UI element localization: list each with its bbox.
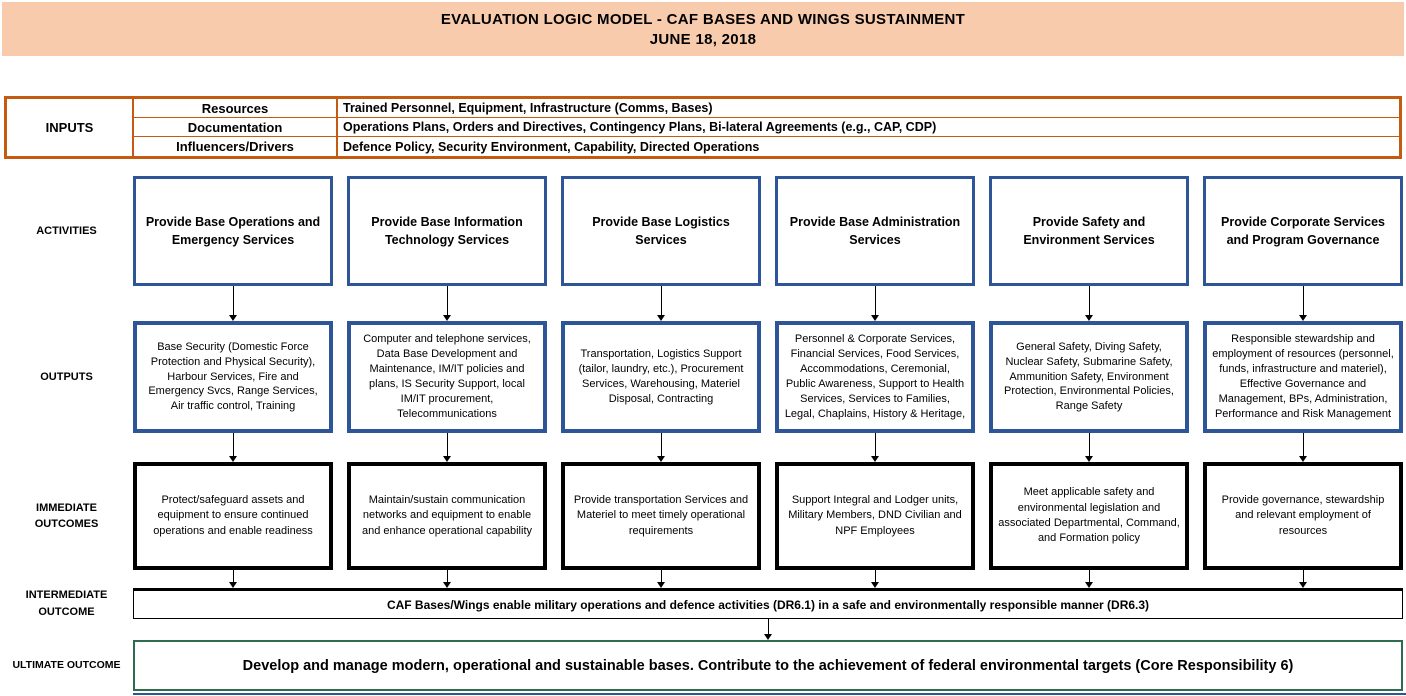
activities-label: ACTIVITIES [36,224,97,237]
output-box-6: Responsible stewardship and employment o… [1203,321,1403,433]
intermediate-outcome-row: INTERMEDIATE OUTCOME CAF Bases/Wings ena… [0,588,1403,619]
activity-box-2: Provide Base Information Technology Serv… [347,176,547,286]
title-banner: EVALUATION LOGIC MODEL - CAF BASES AND W… [2,2,1404,56]
arrow-intermediate-to-ultimate [133,619,1403,640]
activities-row: ACTIVITIES Provide Base Operations and E… [0,176,1403,286]
down-arrow-icon [871,570,879,588]
outputs-row: OUTPUTS Base Security (Domestic Force Pr… [0,321,1403,433]
outputs-label: OUTPUTS [40,370,93,383]
arrows-outputs-to-immediate [133,433,1403,462]
inputs-category-influencers: Influencers/Drivers [134,137,338,156]
immediate-outcome-box-4: Support Integral and Lodger units, Milit… [775,462,975,570]
intermediate-outcome-label: INTERMEDIATE OUTCOME [25,589,108,618]
down-arrow-icon [657,286,665,321]
arrows-immediate-to-intermediate [133,570,1403,588]
output-box-5: General Safety, Diving Safety, Nuclear S… [989,321,1189,433]
inputs-category-documentation: Documentation [134,118,338,137]
down-arrow-icon [1085,570,1093,588]
down-arrow-icon [1085,286,1093,321]
down-arrow-icon [229,433,237,462]
activity-box-1: Provide Base Operations and Emergency Se… [133,176,333,286]
output-box-4: Personnel & Corporate Services, Financia… [775,321,975,433]
down-arrow-icon [871,286,879,321]
immediate-outcome-box-2: Maintain/sustain communication networks … [347,462,547,570]
immediate-outcomes-label: IMMEDIATE OUTCOMES [34,501,99,531]
activity-box-4: Provide Base Administration Services [775,176,975,286]
down-arrow-icon [443,570,451,588]
down-arrow-icon [443,433,451,462]
down-arrow-icon [1085,433,1093,462]
activity-box-6: Provide Corporate Services and Program G… [1203,176,1403,286]
inputs-label: INPUTS [7,99,134,156]
down-arrow-icon [1299,286,1307,321]
inputs-category-resources: Resources [134,99,338,118]
down-arrow-icon [229,570,237,588]
output-box-2: Computer and telephone services, Data Ba… [347,321,547,433]
down-arrow-icon [657,433,665,462]
arrows-activities-to-outputs [133,286,1403,321]
activity-box-5: Provide Safety and Environment Services [989,176,1189,286]
immediate-outcome-box-1: Protect/safeguard assets and equipment t… [133,462,333,570]
inputs-value-resources: Trained Personnel, Equipment, Infrastruc… [338,99,1399,118]
bottom-cutoff-box-edge [133,693,1406,695]
inputs-value-influencers: Defence Policy, Security Environment, Ca… [343,139,760,154]
page-date: JUNE 18, 2018 [649,30,757,48]
immediate-outcome-box-5: Meet applicable safety and environmental… [989,462,1189,570]
page-title: EVALUATION LOGIC MODEL - CAF BASES AND W… [440,10,966,28]
ultimate-outcome-label: ULTIMATE OUTCOME [12,659,121,672]
down-arrow-icon [657,570,665,588]
immediate-outcomes-row: IMMEDIATE OUTCOMES Protect/safeguard ass… [0,462,1403,570]
inputs-table: INPUTS Resources Trained Personnel, Equi… [4,96,1402,159]
down-arrow-icon [443,286,451,321]
activity-box-3: Provide Base Logistics Services [561,176,761,286]
down-arrow-icon [764,619,772,640]
down-arrow-icon [229,286,237,321]
immediate-outcome-box-3: Provide transportation Services and Mate… [561,462,761,570]
intermediate-outcome-bar: CAF Bases/Wings enable military operatio… [133,588,1403,619]
down-arrow-icon [871,433,879,462]
inputs-value-documentation: Operations Plans, Orders and Directives,… [338,118,1399,137]
down-arrow-icon [1299,433,1307,462]
ultimate-outcome-row: ULTIMATE OUTCOME Develop and manage mode… [0,640,1403,691]
down-arrow-icon [1299,570,1307,588]
output-box-3: Transportation, Logistics Support (tailo… [561,321,761,433]
output-box-1: Base Security (Domestic Force Protection… [133,321,333,433]
ultimate-outcome-bar: Develop and manage modern, operational a… [133,640,1403,691]
immediate-outcome-box-6: Provide governance, stewardship and rele… [1203,462,1403,570]
